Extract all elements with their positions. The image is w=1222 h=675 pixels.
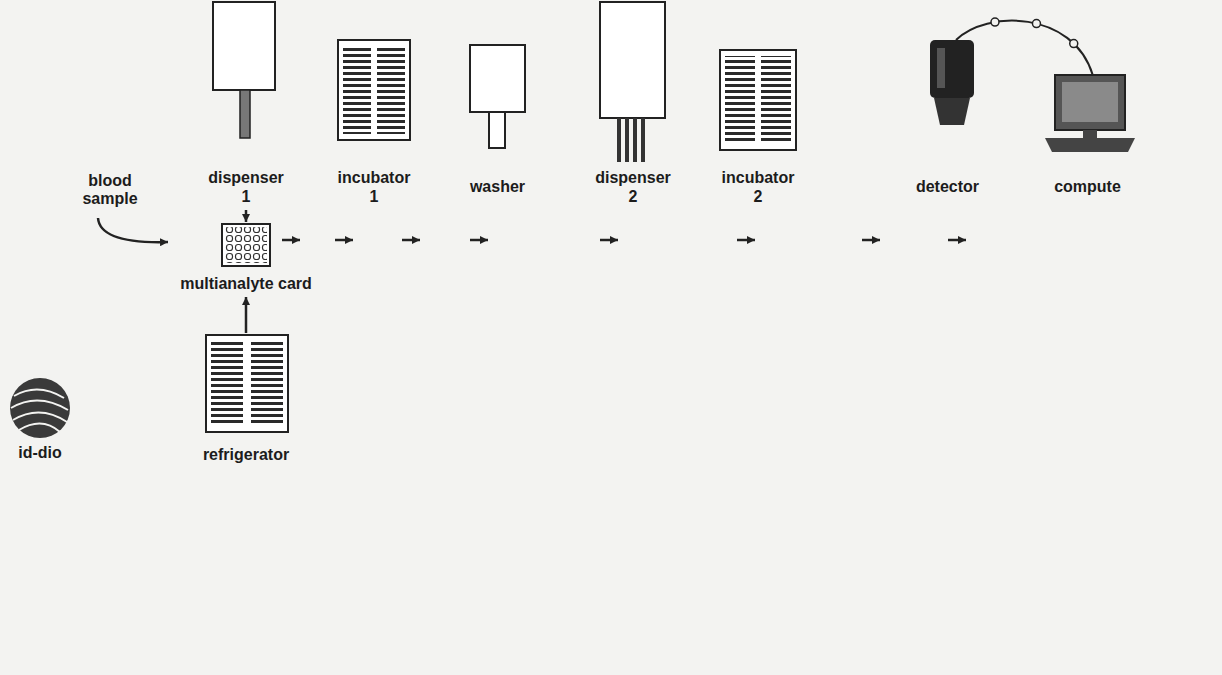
computer-keyboard xyxy=(1045,138,1135,152)
dispenser-body xyxy=(213,2,275,90)
logo-swirl xyxy=(19,423,60,432)
sample-label: blood sample xyxy=(82,172,137,209)
card-wells xyxy=(225,227,267,263)
flow-arrow xyxy=(245,210,248,222)
logo-swirl xyxy=(13,412,67,422)
logo-swirl xyxy=(11,400,68,410)
flow-arrow xyxy=(862,239,880,242)
label-box: id-dio xyxy=(4,444,76,462)
node-label: incubator 1 xyxy=(338,169,411,206)
node-label: incubator 2 xyxy=(722,169,795,206)
detector-body xyxy=(930,40,974,98)
cable-bead xyxy=(1070,40,1078,48)
washer-node: washer xyxy=(460,45,535,200)
cable xyxy=(956,21,1093,75)
cable-bead xyxy=(1032,20,1040,28)
logo-swirl xyxy=(14,389,64,398)
node-label: multianalyte card xyxy=(180,275,312,293)
dispenser-nozzle xyxy=(617,118,621,162)
incubator-racks xyxy=(377,46,405,134)
computer-stand xyxy=(1083,130,1097,138)
dispenser-nozzle xyxy=(633,118,637,162)
detector-lens xyxy=(934,98,970,125)
refrigerator-node: refrigerator xyxy=(196,333,296,468)
flow-arrow xyxy=(402,239,420,242)
logo-globe xyxy=(10,378,70,438)
flow-arrow xyxy=(600,239,618,242)
incubator-node: incubator 2 xyxy=(712,50,804,210)
flow-arrow xyxy=(737,239,755,242)
dispenser-nozzle xyxy=(240,90,250,138)
dispenser-body xyxy=(600,2,665,118)
logo-label: id-dio xyxy=(18,444,62,462)
washer-body xyxy=(470,45,525,112)
cable-bead xyxy=(991,18,999,26)
node-label: compute xyxy=(1054,178,1121,196)
washer-stem xyxy=(489,112,505,148)
detector-node: detector xyxy=(905,40,990,200)
flow-arrow xyxy=(470,239,488,242)
computer-screen xyxy=(1062,82,1118,122)
refrigerator-racks xyxy=(211,341,243,426)
incubator-racks xyxy=(761,56,791,144)
node-label: detector xyxy=(916,178,979,196)
card-body xyxy=(222,224,270,266)
incubator-racks xyxy=(343,46,371,134)
sample-arrow xyxy=(98,218,168,242)
multianalyte-card-node: multianalyte card xyxy=(176,222,316,297)
dispenser-nozzle xyxy=(625,118,629,162)
computer-monitor xyxy=(1055,75,1125,130)
incubator-body xyxy=(720,50,796,150)
incubator-body xyxy=(338,40,410,140)
flow-arrow xyxy=(282,239,300,242)
dispenser-node: dispenser 1 xyxy=(204,2,288,210)
dispenser-node: dispenser 2 xyxy=(591,2,675,210)
incubator-node: incubator 1 xyxy=(330,40,418,210)
refrigerator-racks xyxy=(251,341,283,426)
computer-node: compute xyxy=(1035,75,1140,200)
node-label: refrigerator xyxy=(203,446,289,464)
flow-arrow xyxy=(245,297,248,333)
dispenser-nozzle xyxy=(641,118,645,162)
node-label: washer xyxy=(470,178,525,196)
flow-arrow xyxy=(948,239,966,242)
node-label: dispenser 1 xyxy=(208,169,284,206)
node-label: dispenser 2 xyxy=(595,169,671,206)
label-box: blood sample xyxy=(60,172,160,209)
flow-arrow xyxy=(335,239,353,242)
refrigerator-body xyxy=(206,335,288,432)
incubator-racks xyxy=(725,56,755,144)
detector-highlight xyxy=(937,48,945,88)
